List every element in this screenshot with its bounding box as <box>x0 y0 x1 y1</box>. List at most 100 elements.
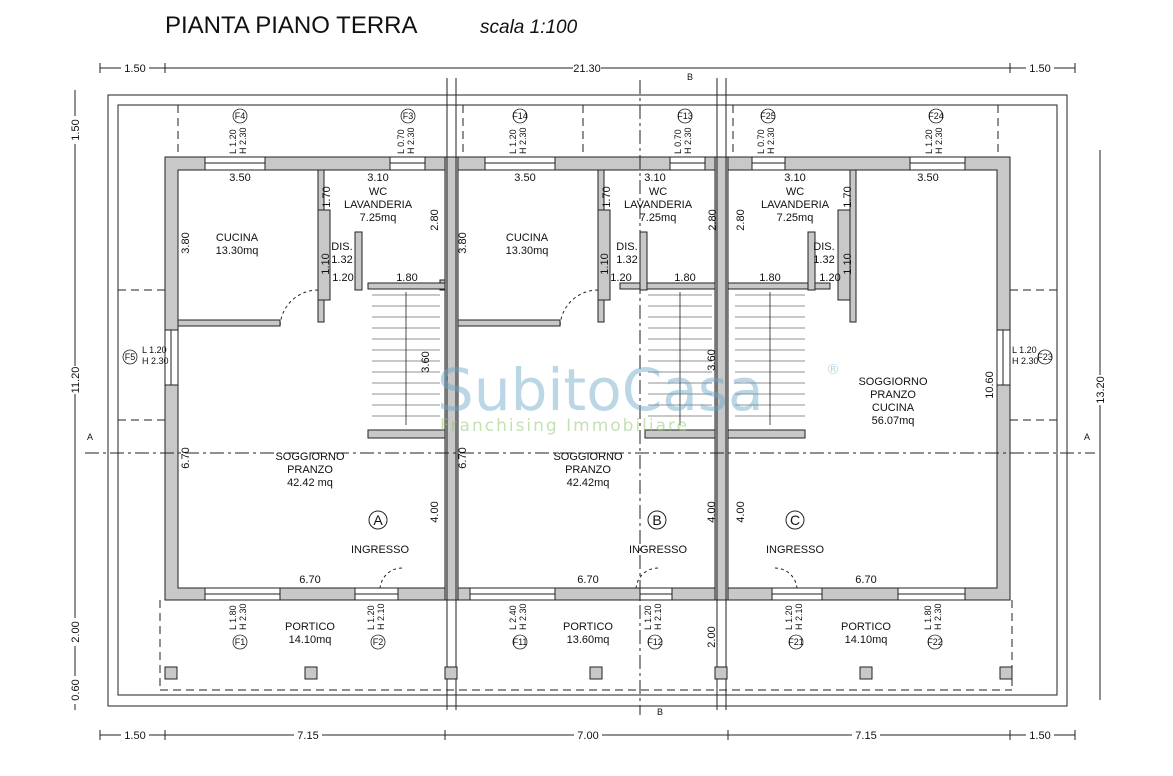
unit-marker-circle <box>368 510 388 530</box>
room-area: 13.30mq <box>506 245 549 257</box>
room-area: 14.10mq <box>289 634 332 646</box>
room-area: 14.10mq <box>845 634 888 646</box>
plan-labels: CUCINA13.30mqWCLAVANDERIA7.25mqDIS.1.32S… <box>69 62 1107 742</box>
portico-pillar <box>589 666 603 680</box>
window-tag-circle <box>232 634 248 650</box>
room-name: LAVANDERIA <box>344 199 413 211</box>
room-name: DIS. <box>616 241 637 253</box>
window-height: H 2.30 <box>238 127 248 154</box>
watermark-logo: SubitoCasa Franchising Immobiliare ® <box>437 356 840 436</box>
window-id: F11 <box>513 637 528 647</box>
dimension-label: 1.50 <box>124 63 145 75</box>
dimension-label: 1.50 <box>70 119 82 140</box>
room-name: INGRESSO <box>629 544 688 556</box>
dimension-label: 1.10 <box>842 253 854 274</box>
room-name: PORTICO <box>285 621 335 633</box>
window-width: L 1.20 <box>1012 345 1037 355</box>
window-width: L 0.70 <box>756 129 766 154</box>
dimension-label: 1.70 <box>321 186 333 207</box>
dimension-label: 21.30 <box>573 63 601 75</box>
window-width: L 1.80 <box>228 605 238 630</box>
unit-label: C <box>790 512 800 528</box>
unit-marker-circle <box>647 510 667 530</box>
window-height: H 2.30 <box>683 127 693 154</box>
plan-title: PIANTA PIANO TERRA <box>165 12 418 39</box>
room-name: PORTICO <box>563 621 613 633</box>
interior-wall <box>367 282 446 290</box>
room-name: INGRESSO <box>766 544 825 556</box>
room-area: 1.32 <box>616 254 637 266</box>
window-tag-circle <box>400 108 416 124</box>
room-name: PRANZO <box>870 389 916 401</box>
door-swing <box>559 289 599 329</box>
dimension-label: 6.70 <box>180 447 192 468</box>
portico-pillar <box>444 666 458 680</box>
dim-bg <box>1026 729 1054 741</box>
window-tag-circle <box>927 634 943 650</box>
dimension-label: 2.80 <box>429 209 441 230</box>
dimension-label: 10.60 <box>984 371 996 399</box>
dimension-label: 1.80 <box>759 272 780 284</box>
dim-bg <box>69 366 79 394</box>
interior-wall <box>317 209 331 301</box>
dimension-label: 4.00 <box>429 501 441 522</box>
window-id: F13 <box>677 111 693 121</box>
dim-bg <box>573 62 601 74</box>
room-area: 7.25mq <box>777 212 814 224</box>
dimension-label: 4.00 <box>706 501 718 522</box>
dimension-label: 3.10 <box>644 172 665 184</box>
dimension-label: 1.10 <box>599 253 611 274</box>
dimension-label: 6.70 <box>299 574 320 586</box>
window-width: L 1.20 <box>228 129 238 154</box>
window-height: H 2.30 <box>766 127 776 154</box>
room-area: 56.07mq <box>872 415 915 427</box>
dimension-label: 7.00 <box>577 730 598 742</box>
interior-wall <box>727 429 806 439</box>
dim-bg <box>852 729 880 741</box>
svg-text:SubitoCasa: SubitoCasa <box>437 356 764 424</box>
dimension-label: 7.15 <box>297 730 318 742</box>
window-id: F14 <box>512 111 528 121</box>
unit-label: A <box>373 512 383 528</box>
dimension-label: 1.80 <box>396 272 417 284</box>
portico-pillar <box>999 666 1013 680</box>
window-tag-circle <box>788 634 804 650</box>
window-height: H 2.30 <box>142 356 169 366</box>
window-width: L 1.20 <box>142 345 167 355</box>
door-swing <box>279 289 319 329</box>
window-width: L 1.80 <box>923 605 933 630</box>
dimension-label: 6.70 <box>577 574 598 586</box>
section-marker: A <box>1084 432 1090 442</box>
plan-scale: scala 1:100 <box>480 17 578 38</box>
interior-wall <box>457 319 561 327</box>
dim-bg <box>294 729 322 741</box>
interior-wall <box>354 231 363 291</box>
window-id: F5 <box>125 352 136 362</box>
room-name: CUCINA <box>506 232 549 244</box>
dimension-label: 11.20 <box>70 367 82 394</box>
window-width: L 0.70 <box>673 129 683 154</box>
unit-label: B <box>652 512 661 528</box>
section-marker: B <box>657 707 663 717</box>
room-name: INGRESSO <box>351 544 410 556</box>
window-id: F24 <box>928 111 944 121</box>
window-height: H 2.10 <box>794 603 804 630</box>
window-id: F25 <box>760 111 776 121</box>
room-name: PRANZO <box>287 464 333 476</box>
room-area: 7.25mq <box>360 212 397 224</box>
window-width: L 1.20 <box>643 605 653 630</box>
dimension-label: 2.00 <box>706 626 718 647</box>
window-id: F23 <box>1037 352 1053 362</box>
window-height: H 2.30 <box>933 603 943 630</box>
room-area: 13.60mq <box>567 634 610 646</box>
dimension-label: 3.10 <box>784 172 805 184</box>
dim-bg <box>69 676 79 704</box>
dim-bg <box>574 729 602 741</box>
dimension-label: 3.60 <box>420 351 432 372</box>
dimension-label: 1.70 <box>601 186 613 207</box>
window-id: F21 <box>788 637 804 647</box>
interior-wall <box>644 429 716 439</box>
room-name: CUCINA <box>872 402 915 414</box>
window-tag-circle <box>677 108 693 124</box>
